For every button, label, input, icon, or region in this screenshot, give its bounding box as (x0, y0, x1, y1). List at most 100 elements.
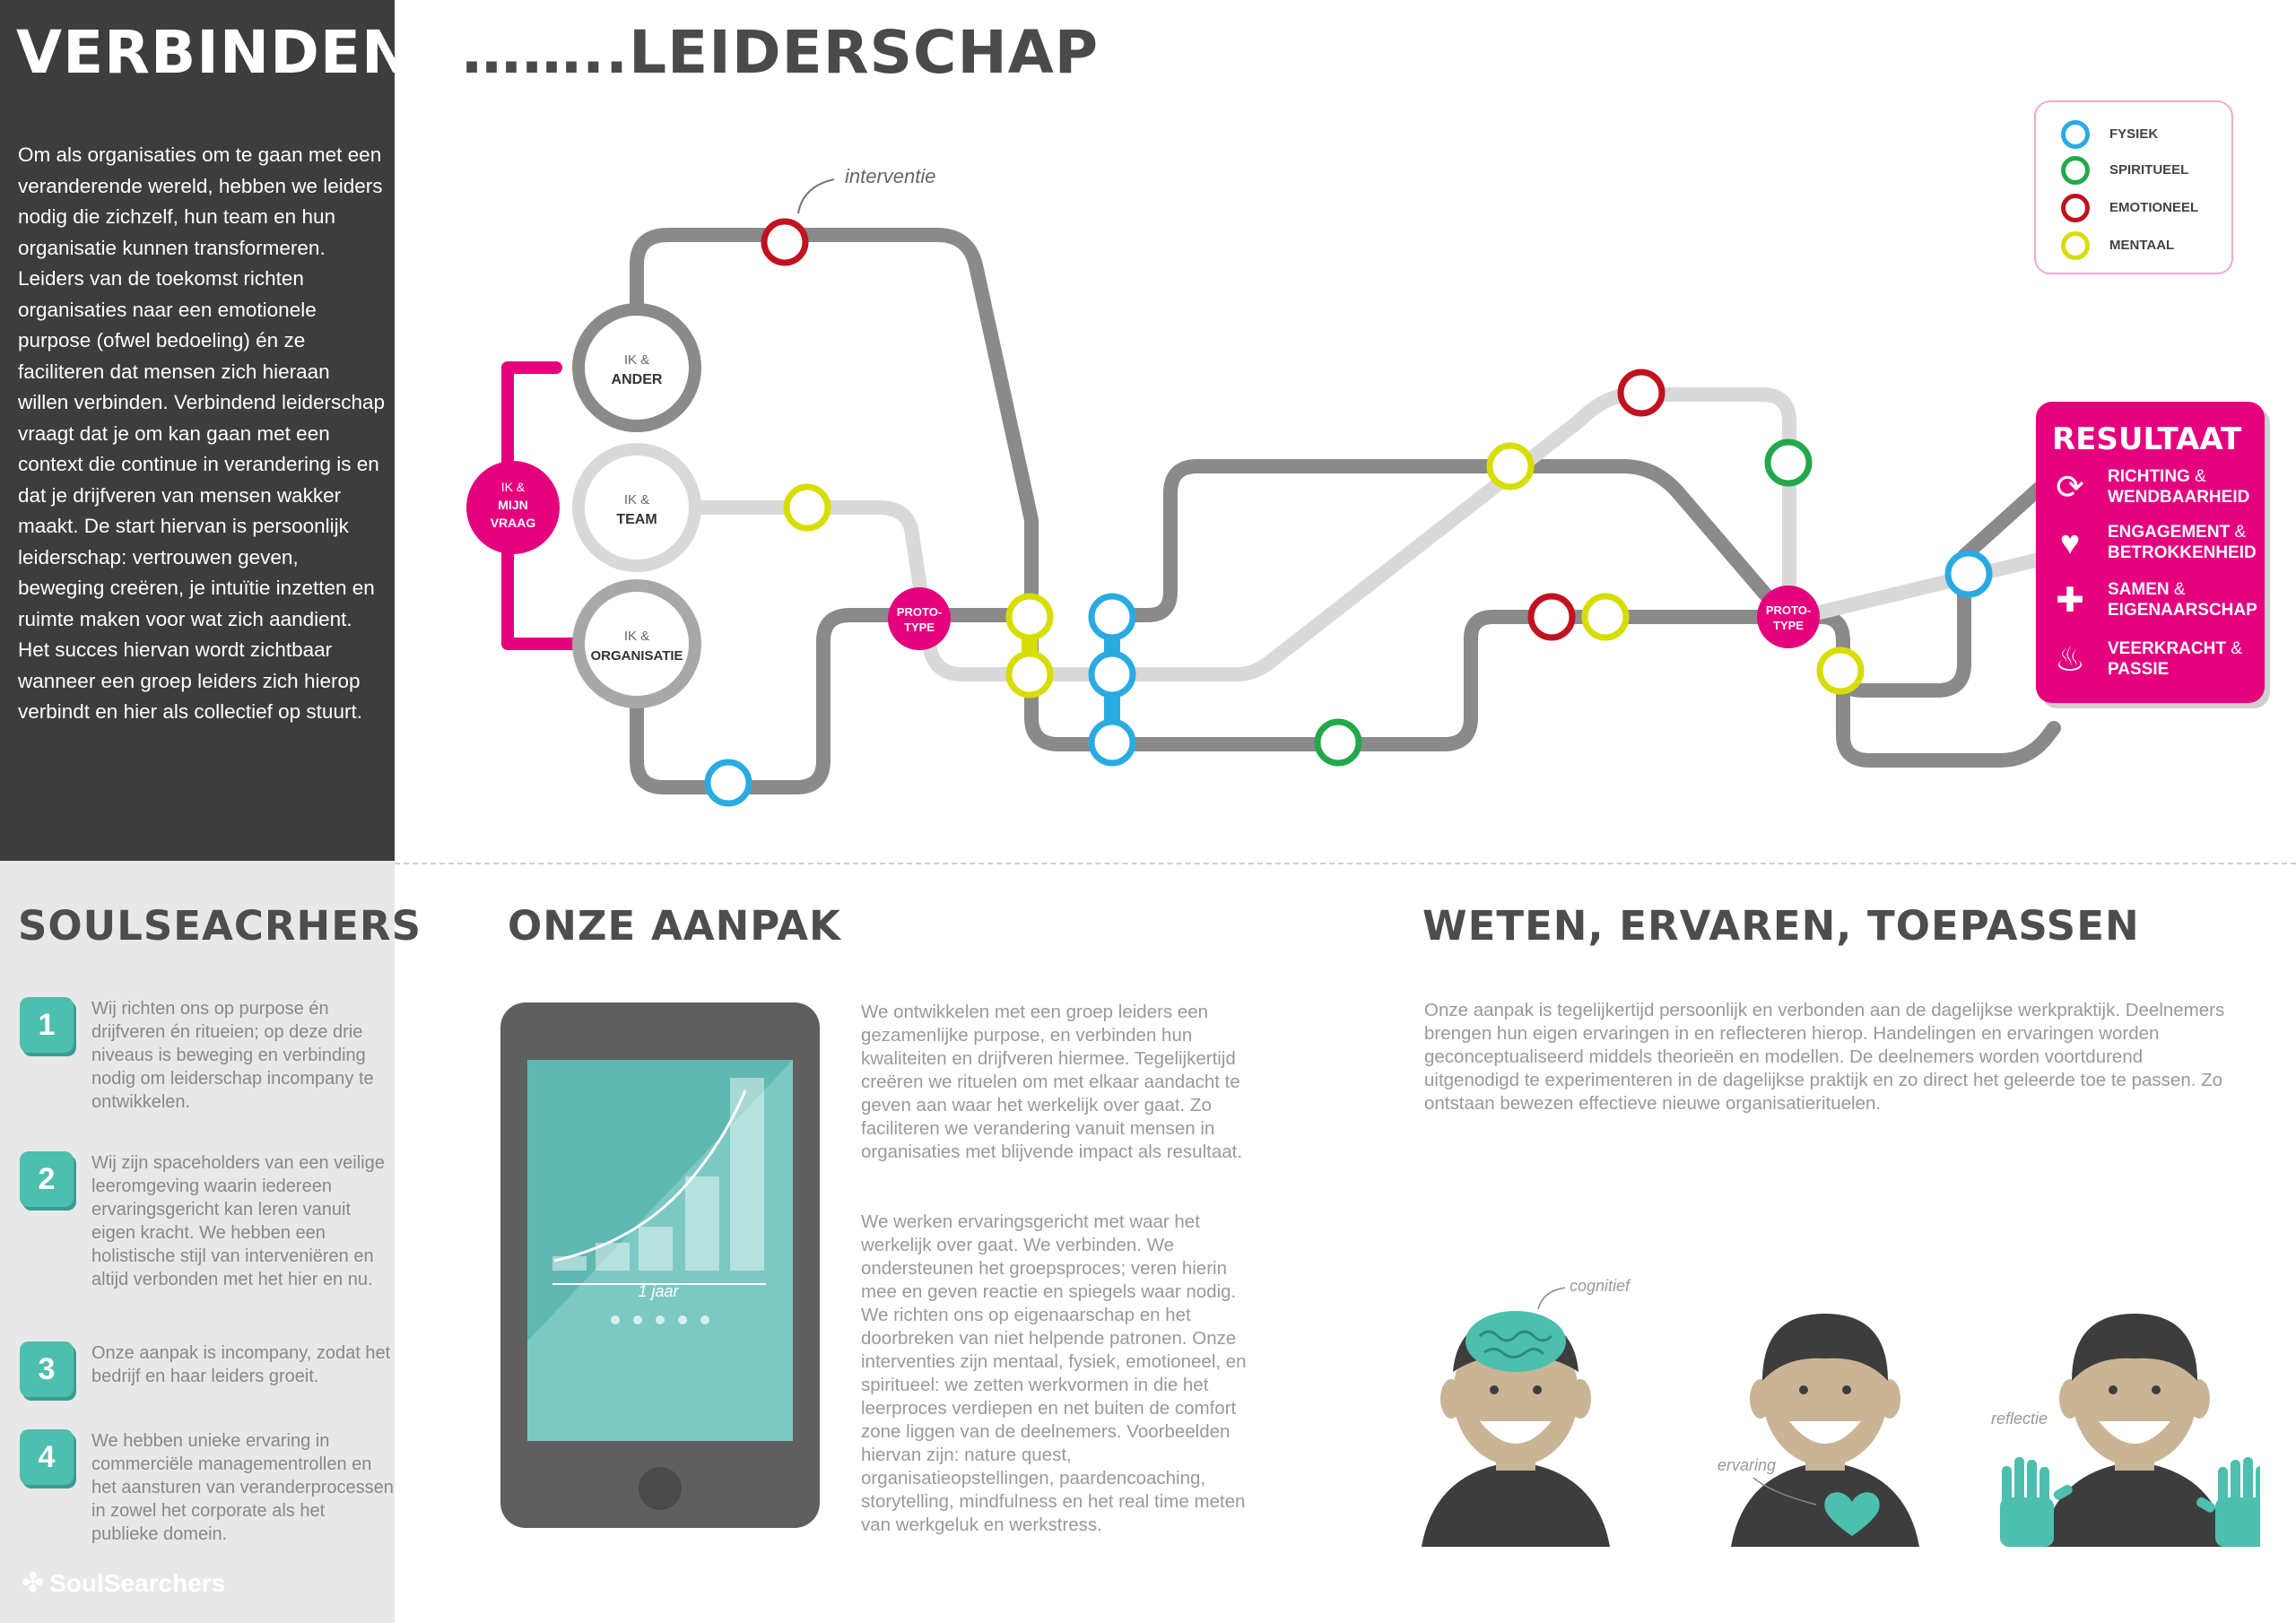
bar (596, 1243, 630, 1271)
legend-label: FYSIEK (2109, 126, 2159, 142)
figure-ervaring: ervaring (1718, 1314, 1919, 1547)
intro-panel (0, 0, 395, 861)
station-fysiek (1088, 593, 1136, 641)
soulsearchers-panel (0, 861, 395, 1623)
station-mentaal (1816, 647, 1865, 695)
flame-icon: ♨ (2054, 641, 2086, 679)
title-part-2: ……..LEIDERSCHAP (461, 18, 1100, 87)
hub-line2: MIJN (498, 498, 527, 512)
title-part-1: VERBINDEND (16, 18, 462, 87)
result-item-a: RICHTING (2108, 467, 2190, 486)
phone-illustration: 1 jaar (500, 1002, 820, 1528)
legend-label: MENTAAL (2109, 238, 2175, 253)
result-item: ♥ ENGAGEMENT &BETROKKENHEID (2052, 522, 2263, 572)
result-item-b: BETROKKENHEID (2108, 543, 2257, 562)
result-item-b: PASSIE (2108, 660, 2170, 679)
result-item: ♨ VEERKRACHT & PASSIE (2052, 638, 2263, 689)
legend-item-fysiek: FYSIEK (2061, 120, 2231, 149)
bar (552, 1256, 587, 1271)
legend-item-spiritueel: SPIRITUEEL (2061, 156, 2231, 185)
label-ervaring: ervaring (1718, 1456, 1776, 1474)
cycle-icon: ⟳ (2056, 469, 2084, 507)
station-emotioneel (761, 218, 809, 266)
result-panel: RESULTAAT ⟳ RICHTING &WENDBAARHEID ♥ ENG… (2036, 402, 2265, 703)
prototype-line1: PROTO- (897, 605, 942, 619)
weten-title: WETEN, ERVAREN, TOEPASSEN (1422, 902, 2140, 950)
point-text: Wij zijn spaceholders van een veilige le… (91, 1153, 385, 1289)
station-emotioneel (1617, 369, 1665, 417)
aanpak-paragraph-1: We ontwikkelen met een groep leiders een… (861, 1002, 1243, 1162)
station-mentaal (1486, 442, 1535, 490)
point-item: 1 Wij richten ons op purpose én drijfver… (20, 997, 387, 1112)
heart-icon: ♥ (2059, 525, 2081, 562)
result-item-amp: & (2230, 523, 2247, 542)
station-fysiek (704, 759, 752, 807)
prototype-line2: TYPE (1773, 619, 1804, 632)
legend-label: SPIRITUEEL (2109, 162, 2189, 178)
line-middle (1096, 459, 2061, 698)
puzzle-icon: ✚ (2056, 582, 2084, 620)
result-item-amp: & (2169, 580, 2186, 599)
point-text: Wij richten ons op purpose én drijfveren… (91, 999, 374, 1112)
node-team-line1: IK & (624, 492, 649, 508)
prototype-line1: PROTO- (1766, 603, 1811, 617)
line-bottom (630, 608, 1052, 794)
section-divider (395, 863, 2296, 864)
result-item-amp: & (2225, 639, 2242, 658)
hand-icon (2000, 1457, 2073, 1547)
intro-text: Om als organisaties om te gaan met een v… (18, 143, 386, 723)
station-mentaal (1581, 593, 1630, 641)
metro-diagram: IK & ANDER IK & TEAM IK & ORGANISATIE IK… (466, 165, 2061, 807)
aanpak-title: ONZE AANPAK (508, 902, 841, 950)
station-fysiek (1088, 718, 1136, 767)
legend-item-emotioneel: EMOTIONEEL (2061, 194, 2231, 222)
weten-text: Onze aanpak is tegelijkertijd persoonlij… (1424, 1000, 2225, 1114)
station-emotioneel (1527, 593, 1576, 641)
result-item: ⟳ RICHTING &WENDBAARHEID (2052, 466, 2263, 516)
aanpak-paragraph-2: We werken ervaringsgericht met waar het … (861, 1211, 1247, 1535)
figure-cognitief: cognitief (1422, 1277, 1631, 1547)
soulsearchers-logo: ✤SoulSearchers (22, 1567, 230, 1599)
home-button (639, 1467, 682, 1510)
result-item-a: ENGAGEMENT (2108, 523, 2231, 542)
node-team-line2: TEAM (616, 512, 657, 527)
emotioneel-ring-icon (2061, 194, 2090, 222)
bar (639, 1227, 673, 1271)
logo-text: SoulSearchers (49, 1569, 226, 1597)
node-organisatie-line1: IK & (624, 629, 649, 644)
station-mentaal (783, 483, 831, 532)
result-item-b: WENDBAARHEID (2108, 488, 2250, 507)
figures-illustration: cognitief ervaring (1422, 1277, 2260, 1547)
point-number: 1 (20, 997, 74, 1053)
node-ik-team (572, 443, 701, 572)
result-item-a: VEERKRACHT (2108, 639, 2226, 658)
spiritueel-ring-icon (2061, 156, 2090, 185)
soulsearchers-title: SOULSEACRHERS (18, 902, 422, 950)
legend-item-mentaal: MENTAAL (2061, 231, 2231, 260)
interventie-label: interventie (845, 165, 936, 187)
mentaal-ring-icon (2061, 231, 2090, 260)
station-spiritueel (1314, 718, 1362, 767)
node-ik-organisatie (572, 579, 701, 708)
result-title: RESULTAAT (2052, 421, 2242, 457)
point-item: 3 Onze aanpak is incompany, zodat het be… (20, 1341, 390, 1449)
station-fysiek (1944, 550, 1993, 598)
station-mentaal (1005, 593, 1054, 641)
label-cognitief: cognitief (1570, 1277, 1631, 1295)
prototype-node (1757, 586, 1820, 648)
station-spiritueel (1764, 438, 1813, 487)
node-ik-ander (572, 303, 701, 432)
point-text: We hebben unieke ervaring in commerciële… (91, 1431, 394, 1544)
prototype-node (888, 587, 951, 650)
interventie-pointer (797, 178, 835, 214)
phone-label: 1 jaar (638, 1282, 679, 1300)
hand-icon (2196, 1457, 2260, 1547)
point-item: 2 Wij zijn spaceholders van een veilige … (20, 1151, 387, 1289)
point-number: 2 (20, 1151, 74, 1207)
point-item: 4 We hebben unieke ervaring in commercië… (20, 1429, 394, 1544)
result-item-a: SAMEN (2108, 580, 2170, 599)
station-fysiek (1088, 650, 1136, 699)
fysiek-ring-icon (2061, 120, 2090, 149)
bar (685, 1176, 719, 1271)
legend: FYSIEK SPIRITUEEL EMOTIONEEL MENTAAL (2034, 100, 2233, 274)
